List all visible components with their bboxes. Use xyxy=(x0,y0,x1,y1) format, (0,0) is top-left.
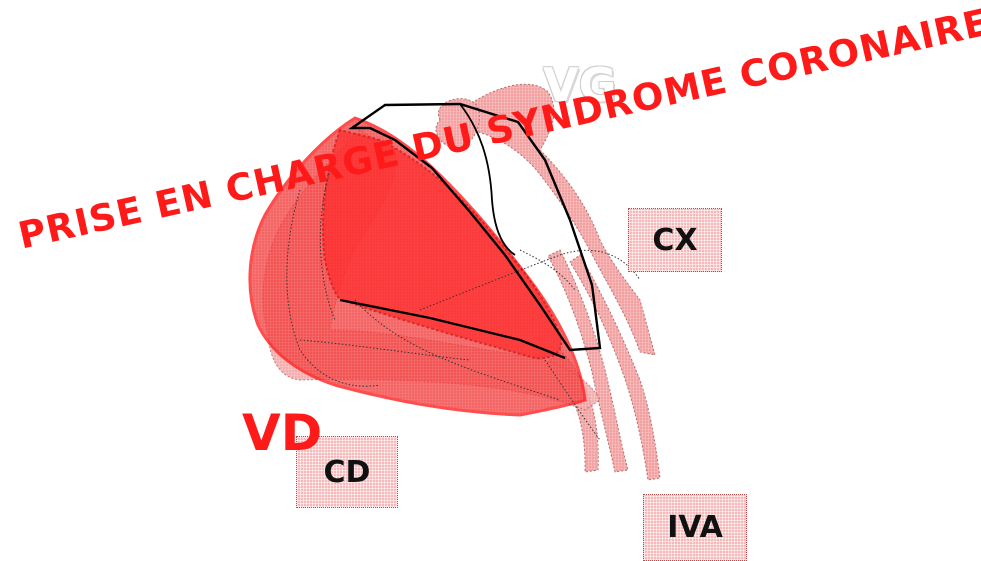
label-vd: VD xyxy=(242,408,322,458)
label-iva: IVA xyxy=(643,494,747,561)
label-cd-text: CD xyxy=(324,455,371,490)
label-cx-text: CX xyxy=(652,223,697,258)
label-cx: CX xyxy=(628,208,722,272)
label-iva-text: IVA xyxy=(667,510,723,545)
